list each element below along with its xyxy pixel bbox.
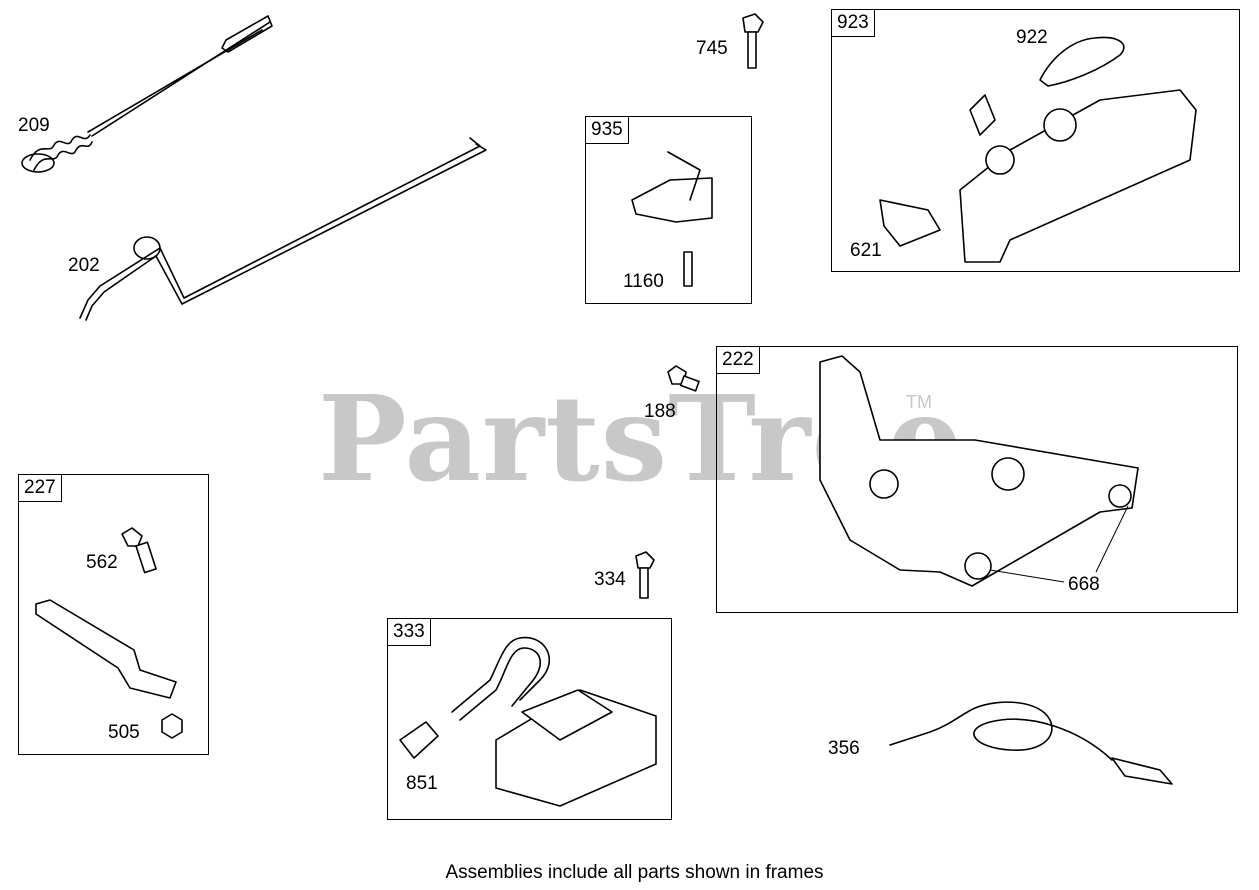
part-188-drawing xyxy=(667,365,700,392)
part-333-drawing xyxy=(399,636,657,807)
frame-923-tag: 923 xyxy=(832,10,875,37)
part-923-drawing xyxy=(879,36,1197,263)
frame-333: 333 xyxy=(387,618,672,820)
part-356-drawing xyxy=(889,701,1173,785)
label-668: 668 xyxy=(1068,574,1100,595)
part-209-drawing xyxy=(21,15,273,173)
label-745: 745 xyxy=(696,38,728,59)
part-202-drawing xyxy=(79,137,487,321)
watermark-trademark: TM xyxy=(906,392,932,412)
part-227-drawing xyxy=(35,527,183,739)
part-935-drawing xyxy=(631,151,713,287)
label-505: 505 xyxy=(108,722,140,743)
part-745-drawing xyxy=(742,13,764,69)
part-334-drawing xyxy=(635,551,655,599)
footer-note: Assemblies include all parts shown in fr… xyxy=(445,862,824,883)
label-188: 188 xyxy=(644,401,676,422)
label-356: 356 xyxy=(828,738,860,759)
part-222-drawing xyxy=(819,355,1139,587)
frame-923: 923 xyxy=(831,9,1240,272)
label-334: 334 xyxy=(594,569,626,590)
label-851: 851 xyxy=(406,773,438,794)
frame-227-tag: 227 xyxy=(19,475,62,502)
label-922: 922 xyxy=(1016,27,1048,48)
frame-222: 222 xyxy=(716,346,1238,613)
frame-935: 935 xyxy=(585,116,752,304)
frame-222-tag: 222 xyxy=(717,347,760,374)
frame-935-tag: 935 xyxy=(586,117,629,144)
frame-333-tag: 333 xyxy=(388,619,431,646)
label-1160: 1160 xyxy=(623,271,664,292)
label-209: 209 xyxy=(18,115,50,136)
label-621: 621 xyxy=(850,240,882,261)
label-562: 562 xyxy=(86,552,118,573)
label-202: 202 xyxy=(68,255,100,276)
frame-227: 227 xyxy=(18,474,209,755)
